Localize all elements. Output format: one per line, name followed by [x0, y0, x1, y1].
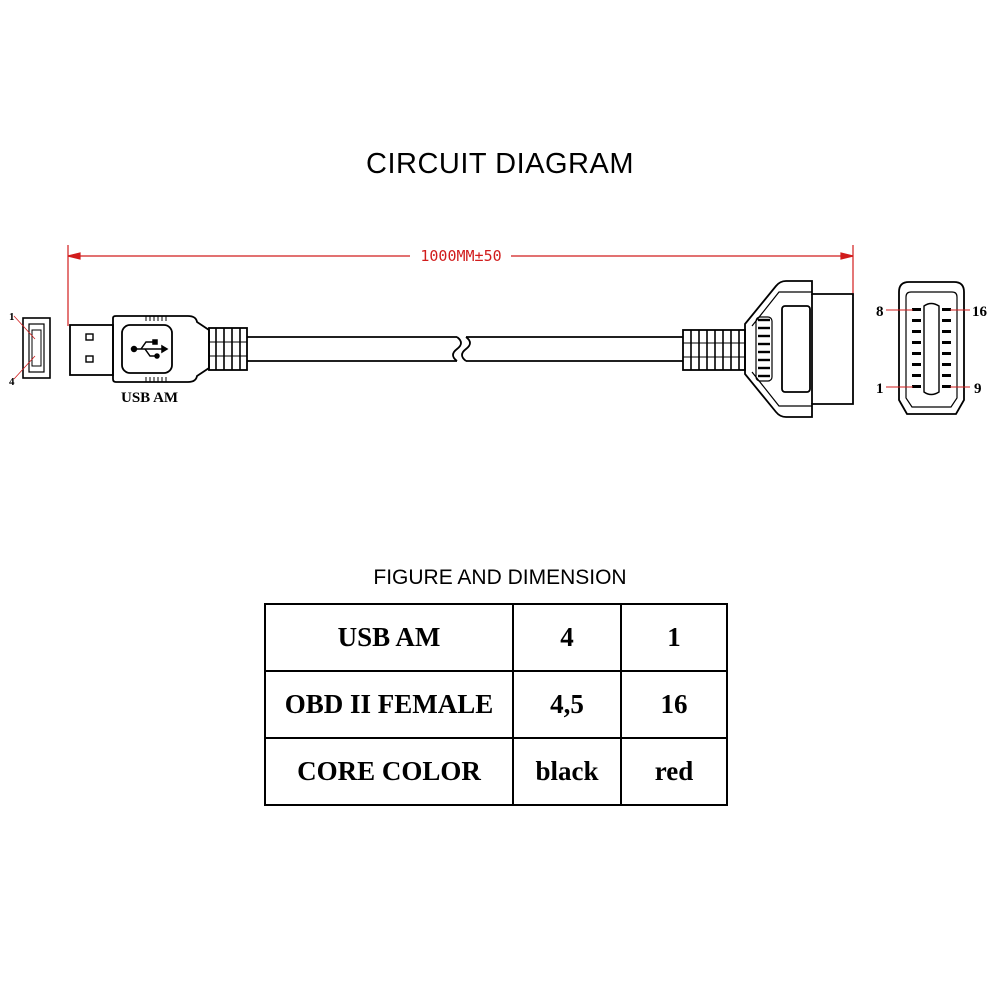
dimension-label: 1000MM±50	[420, 247, 501, 265]
obd-female-connector	[682, 280, 854, 418]
dimension-line	[67, 245, 854, 326]
obd-pin-1-label: 1	[876, 381, 884, 397]
usb-end-view	[13, 315, 51, 380]
obd-pin-16-label: 16	[972, 304, 988, 320]
table-row: USB AM 4 1	[264, 603, 728, 672]
cell-value: 16	[620, 670, 728, 739]
usb-pin-4-label: 4	[9, 376, 15, 388]
obd-pin-leaders	[886, 309, 970, 388]
cable	[247, 336, 683, 362]
cell-value: 4,5	[512, 670, 622, 739]
cell-value: 1	[620, 603, 728, 672]
cell-value: black	[512, 737, 622, 806]
row-label: CORE COLOR	[264, 737, 514, 806]
table-row: OBD II FEMALE 4,5 16	[264, 670, 728, 739]
usb-icon	[130, 339, 169, 359]
usb-pin-1-label: 1	[9, 311, 15, 323]
obd-pin-9-label: 9	[974, 381, 982, 397]
row-label: USB AM	[264, 603, 514, 672]
obd-pin-8-label: 8	[876, 304, 884, 320]
row-label: OBD II FEMALE	[264, 670, 514, 739]
pin-mapping-table: USB AM 4 1 OBD II FEMALE 4,5 16 CORE COL…	[264, 603, 728, 806]
usb-am-plug	[69, 315, 248, 383]
obd-pins	[912, 308, 951, 388]
cell-value: 4	[512, 603, 622, 672]
circuit-diagram-title: CIRCUIT DIAGRAM	[366, 148, 634, 180]
cell-value: red	[620, 737, 728, 806]
usb-am-label: USB AM	[121, 390, 178, 406]
obd-front-view	[898, 281, 965, 415]
figure-dimension-title: FIGURE AND DIMENSION	[373, 566, 627, 589]
table-row: CORE COLOR black red	[264, 737, 728, 806]
